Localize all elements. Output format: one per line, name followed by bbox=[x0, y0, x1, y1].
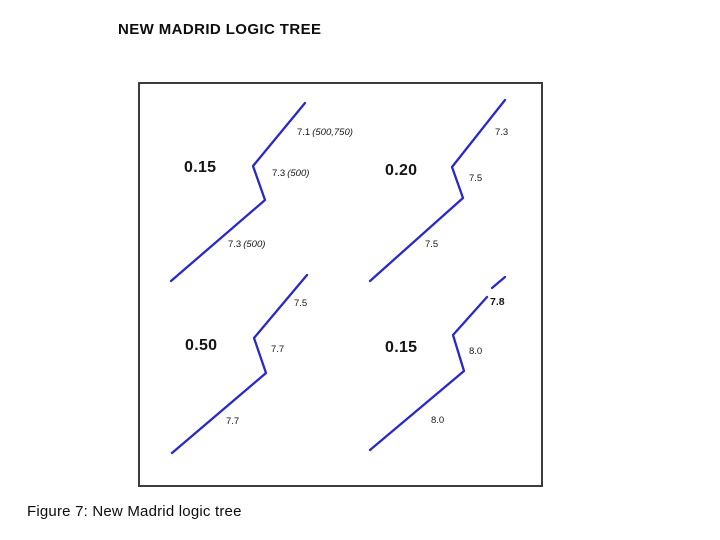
weight-label-bottom-right: 0.15 bbox=[385, 339, 418, 356]
magnitude-value: 8.0 bbox=[469, 346, 483, 357]
magnitude-value: 7.7 bbox=[226, 416, 240, 427]
branch-label: 7.5 bbox=[425, 240, 438, 250]
magnitude-value: 7.5 bbox=[294, 298, 308, 309]
magnitude-value: 7.5 bbox=[425, 239, 439, 250]
fault-line-top-right bbox=[368, 98, 507, 283]
branch-label: 7.3(500) bbox=[272, 169, 309, 179]
magnitude-value: 8.0 bbox=[431, 415, 445, 426]
fault-line-bottom-right-tip bbox=[490, 275, 507, 290]
magnitude-value: 7.3 bbox=[272, 168, 286, 179]
weight-label-bottom-left: 0.50 bbox=[185, 337, 218, 354]
figure-box: 0.15 7.1(500,750) 7.3(500) 7.3(500) 0.20… bbox=[138, 82, 543, 487]
fault-line-top-left bbox=[169, 101, 307, 283]
recurrence-value: (500) bbox=[287, 168, 310, 179]
branch-label: 7.5 bbox=[469, 174, 482, 184]
magnitude-value: 7.3 bbox=[495, 127, 509, 138]
branch-label: 7.1(500,750) bbox=[297, 128, 353, 138]
slide-title: NEW MADRID LOGIC TREE bbox=[118, 21, 322, 38]
fault-line-bottom-left bbox=[170, 273, 309, 455]
magnitude-value: 7.1 bbox=[297, 127, 311, 138]
branch-label: 7.3 bbox=[495, 128, 508, 138]
branch-label: 7.3(500) bbox=[228, 240, 265, 250]
branch-label: 7.7 bbox=[271, 345, 284, 355]
logic-tree-lines bbox=[169, 98, 507, 455]
magnitude-value: 7.7 bbox=[271, 344, 285, 355]
recurrence-value: (500) bbox=[243, 239, 266, 250]
branch-label: 7.7 bbox=[226, 417, 239, 427]
weight-label-top-right: 0.20 bbox=[385, 162, 418, 179]
branch-label: 8.0 bbox=[431, 416, 444, 426]
branch-label: 8.0 bbox=[469, 347, 482, 357]
branch-label: 7.5 bbox=[294, 299, 307, 309]
branch-label: 7.8 bbox=[490, 297, 505, 308]
recurrence-value: (500,750) bbox=[312, 127, 353, 138]
figure-caption: Figure 7: New Madrid logic tree bbox=[27, 503, 242, 520]
magnitude-value: 7.3 bbox=[228, 239, 242, 250]
fault-line-bottom-right bbox=[368, 295, 489, 452]
magnitude-value: 7.5 bbox=[469, 173, 483, 184]
magnitude-value: 7.8 bbox=[490, 296, 505, 308]
weight-label-top-left: 0.15 bbox=[184, 159, 217, 176]
